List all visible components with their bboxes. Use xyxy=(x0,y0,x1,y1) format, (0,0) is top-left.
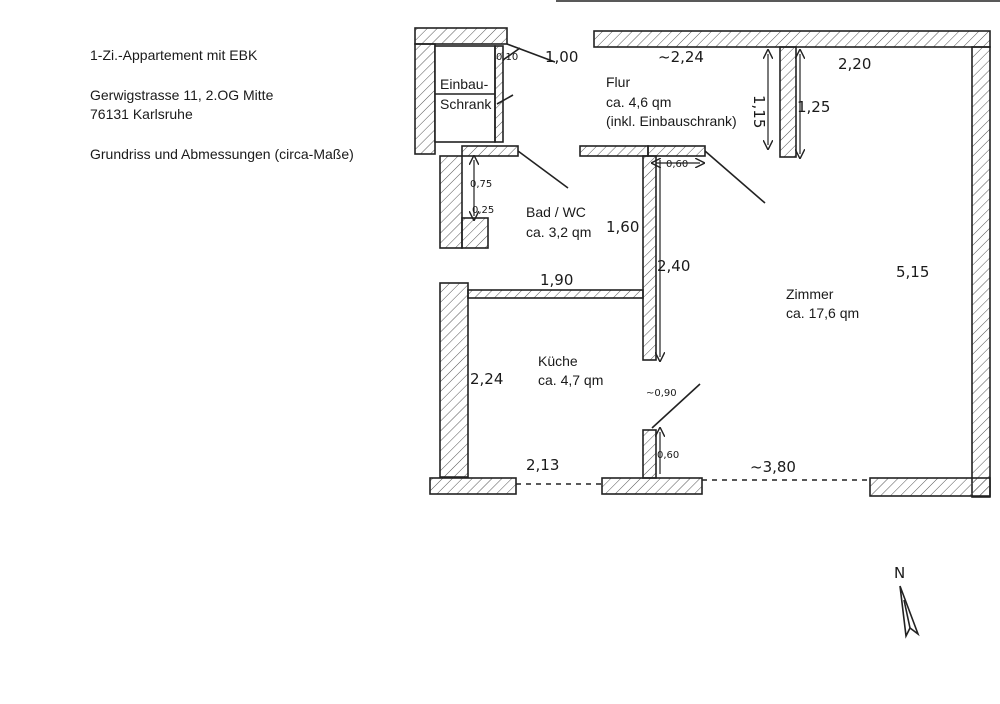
wall-left-bad-notch xyxy=(461,217,489,249)
einbauschrank-label-2: Schrank xyxy=(440,96,492,112)
zimmer-door-swing xyxy=(704,150,766,204)
einbauschrank-label-1: Einbau- xyxy=(440,76,489,92)
dimension-lines xyxy=(474,54,800,474)
wall-right xyxy=(971,46,991,498)
wall-left-bad xyxy=(439,155,463,249)
bad-door-swing xyxy=(517,150,569,189)
flur-door-swing xyxy=(506,43,556,63)
wall-flur-bad-right xyxy=(579,145,649,157)
zimmer-area: ca. 17,6 qm xyxy=(786,305,859,321)
kueche-name: Küche xyxy=(538,353,578,369)
compass-label: N xyxy=(894,564,905,582)
wall-bottom-1 xyxy=(429,477,517,495)
wall-left-kitchen xyxy=(439,282,469,478)
wall-top-right xyxy=(593,30,991,48)
dim-kueche-bottom: 2,13 xyxy=(526,456,559,474)
walls xyxy=(414,27,991,498)
flur-area: ca. 4,6 qm xyxy=(606,94,671,110)
dim-zimmer-niche: 1,25 xyxy=(797,98,830,116)
dim-partition-height: 2,40 xyxy=(657,257,690,275)
kitchen-door-swing xyxy=(651,383,701,429)
flur-note: (inkl. Einbauschrank) xyxy=(606,113,737,129)
address-line-2: 76131 Karlsruhe xyxy=(90,106,193,122)
dim-small-top: 0,10 xyxy=(496,52,518,63)
bad-name: Bad / WC xyxy=(526,204,586,220)
dim-bad-left-upper: 0,75 xyxy=(470,179,492,190)
dim-bad-door: 0,60 xyxy=(666,159,688,170)
apartment-title: 1-Zi.-Appartement mit EBK xyxy=(90,47,258,63)
zimmer-name: Zimmer xyxy=(786,286,834,302)
dim-zimmer-top: 2,20 xyxy=(838,55,871,73)
wall-bottom-2 xyxy=(601,477,703,495)
einbauschrank-door xyxy=(494,45,504,143)
kueche-area: ca. 4,7 qm xyxy=(538,372,603,388)
dim-bad-width: 1,90 xyxy=(540,271,573,289)
dim-flur-top: ~2,24 xyxy=(658,48,704,66)
wall-partition-stub xyxy=(642,429,657,479)
wall-flur-bad-left xyxy=(461,145,519,157)
flur-name: Flur xyxy=(606,74,630,90)
wall-niche xyxy=(779,46,797,158)
dim-kueche-door: ~0,90 xyxy=(646,388,677,399)
address-line-1: Gerwigstrasse 11, 2.OG Mitte xyxy=(90,87,274,103)
dim-bad-height: 1,60 xyxy=(606,218,639,236)
wall-bad-kitchen xyxy=(467,289,644,299)
wall-bottom-3 xyxy=(869,477,991,497)
dim-zimmer-bottom: ~3,80 xyxy=(750,458,796,476)
doors xyxy=(496,43,766,429)
dim-flur-height: 1,15 xyxy=(750,95,768,128)
wall-flur-zimmer xyxy=(647,145,706,157)
wall-left-upper xyxy=(414,43,436,155)
dim-bad-left-lower: 0,25 xyxy=(472,205,494,216)
plan-caption: Grundriss und Abmessungen (circa-Maße) xyxy=(90,146,354,162)
dim-partition-stub: 0,60 xyxy=(657,450,679,461)
dim-zimmer-depth: 5,15 xyxy=(896,263,929,281)
bad-area: ca. 3,2 qm xyxy=(526,224,591,240)
dim-flur-door: 1,00 xyxy=(545,48,578,66)
wall-partition xyxy=(642,155,657,361)
dim-kueche-height: 2,24 xyxy=(470,370,503,388)
wall-top-left xyxy=(414,27,508,45)
north-arrow-icon: N xyxy=(894,564,920,639)
